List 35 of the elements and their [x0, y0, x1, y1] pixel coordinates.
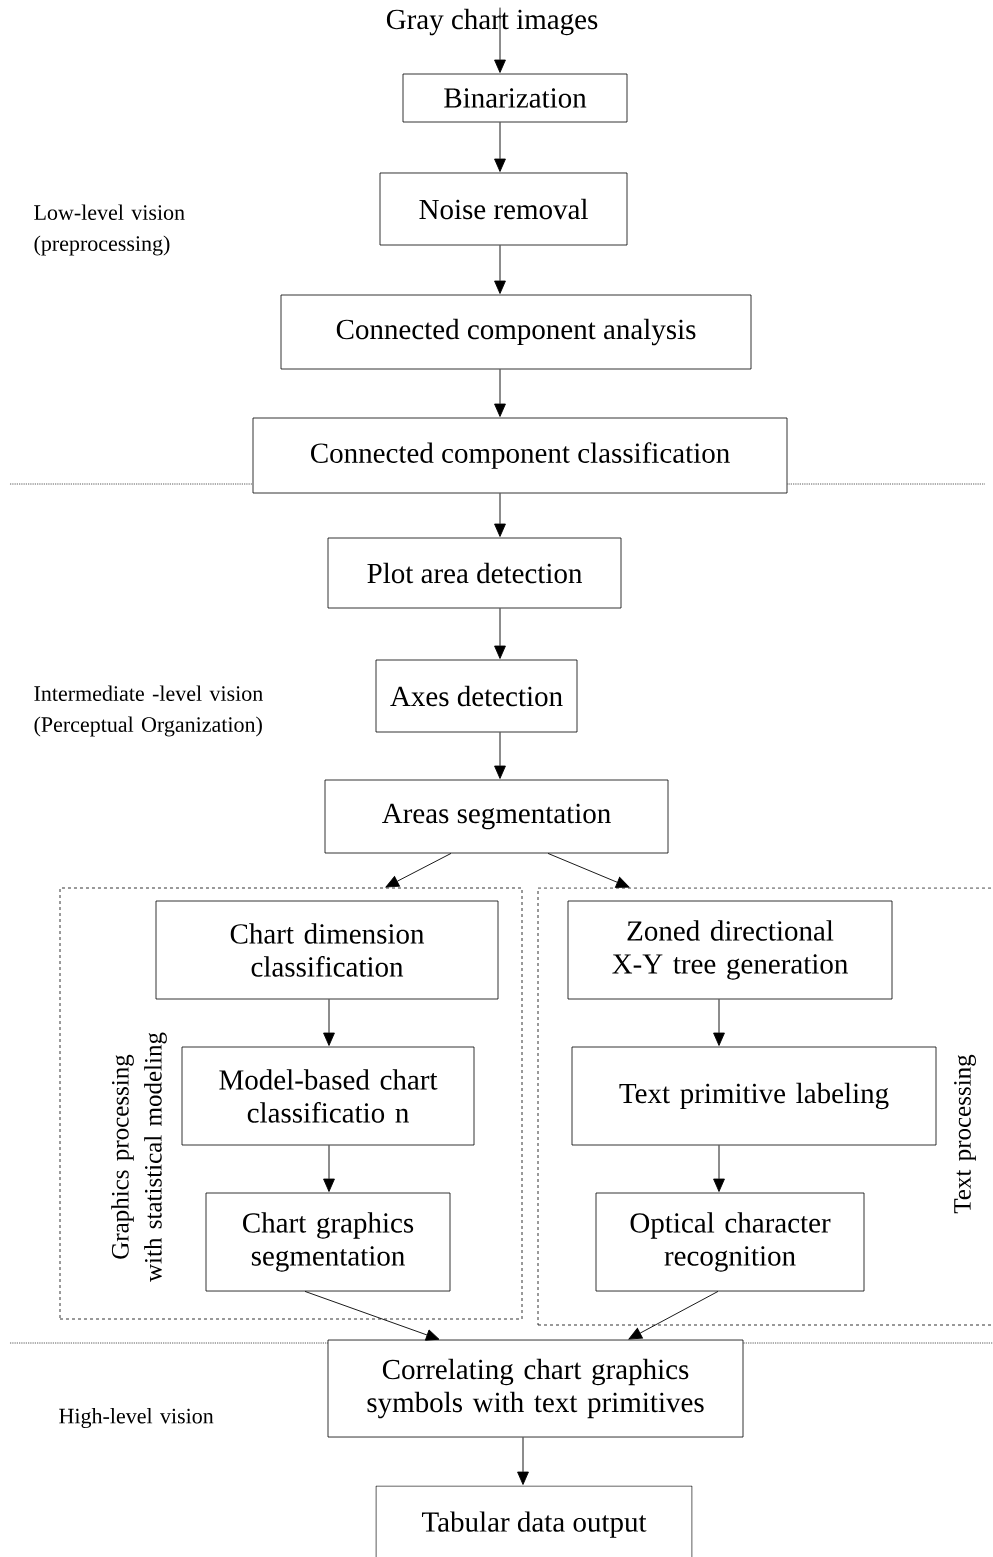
stage-label: Intermediate -level vision (Perceptual Organization)	[34, 685, 263, 737]
arrow	[713, 998, 725, 1046]
process-box: Binarization	[402, 73, 628, 123]
arrow	[323, 998, 335, 1046]
process-box: Chart dimension classification	[155, 900, 499, 1000]
stage-label: High-level vision	[59, 1408, 214, 1429]
arrow	[494, 121, 506, 172]
input-label: Gray chart images	[386, 8, 598, 36]
arrow	[547, 852, 630, 888]
arrow	[304, 1290, 440, 1341]
arrow	[713, 1144, 725, 1192]
process-box: Model-based chart classificatio n	[181, 1046, 475, 1146]
process-box: Connected component analysis	[280, 294, 752, 370]
process-box: Tabular data output	[375, 1485, 693, 1557]
process-box: Optical character recognition	[595, 1192, 865, 1292]
stage-label: Low-level vision (preprocessing)	[34, 204, 185, 256]
arrow	[494, 368, 506, 417]
arrow	[494, 731, 506, 779]
arrow	[494, 492, 506, 537]
process-box: Axes detection	[375, 659, 578, 733]
arrow	[494, 607, 506, 659]
process-box: Areas segmentation	[324, 779, 669, 854]
process-box: Chart graphics segmentation	[205, 1192, 451, 1292]
arrow	[517, 1436, 529, 1485]
process-box: Text primitive labeling	[571, 1046, 937, 1146]
arrow	[494, 7, 506, 73]
arrow	[385, 852, 452, 888]
process-box: Plot area detection	[327, 537, 622, 609]
process-box: Connected component classification	[252, 417, 788, 494]
arrow	[628, 1290, 719, 1340]
process-box: Zoned directional X-Y tree generation	[567, 900, 893, 1000]
arrow	[494, 244, 506, 294]
arrow	[323, 1144, 335, 1192]
process-box: Correlating chart graphics symbols with text primitives	[327, 1339, 744, 1438]
process-box: Noise removal	[379, 172, 628, 246]
